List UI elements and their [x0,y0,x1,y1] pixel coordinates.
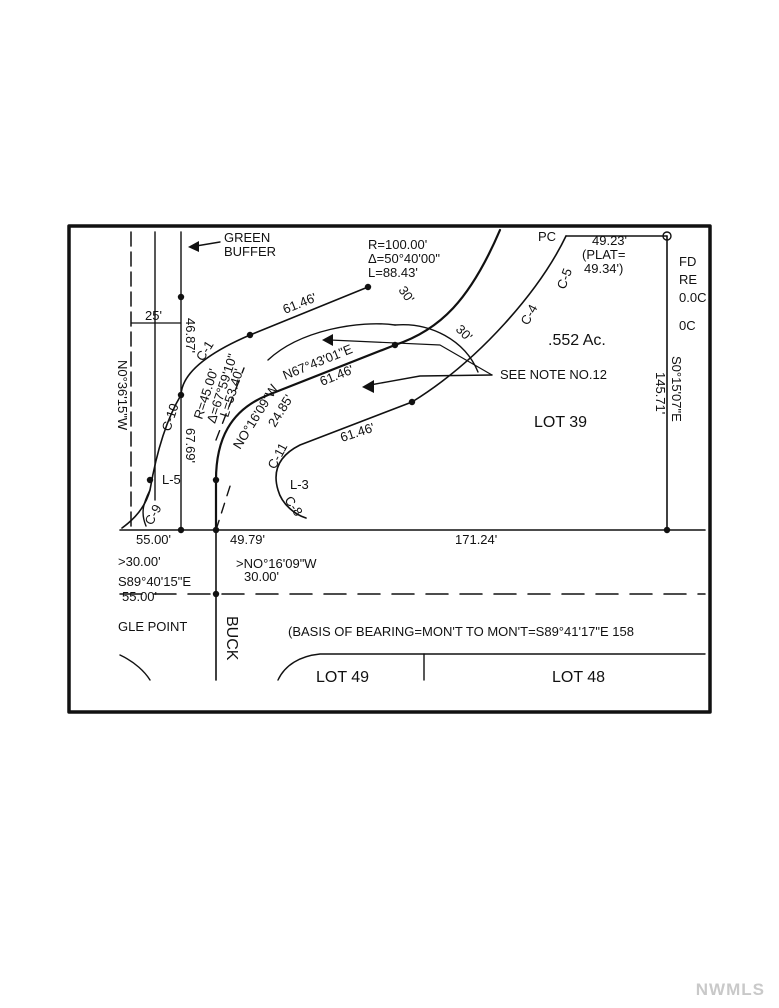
label-curve-r: R=100.00' [368,237,427,252]
label-oc2: 0C [679,318,696,333]
dashed-lower-segment [215,367,245,441]
label-curve-delta: Δ=50°40'00" [368,251,440,266]
label-oc1: 0.0C [679,290,706,305]
label-30-00-b: 30.00' [244,569,279,584]
label-no16-lower: >NO°16'09"W [236,556,317,571]
point-se [663,526,671,534]
label-pc: PC [538,229,556,244]
label-fd: FD [679,254,696,269]
label-acres: .552 Ac. [548,332,606,349]
label-buffer: BUFFER [224,244,276,259]
point-c1-mid [246,331,254,339]
label-angle-point: GLE POINT [118,619,187,634]
easement-curve-inner [275,235,567,519]
label-c11: C-11 [264,440,290,471]
watermark: NWMLS [695,980,765,999]
see-note-leader-2 [329,339,493,376]
label-lot39: LOT 39 [534,414,587,431]
label-l5: L-5 [162,472,181,487]
label-buck: BUCK [223,616,240,661]
corner-curve-sw [119,654,151,681]
point-sw-1 [177,526,185,534]
label-145-71: 145.71' [653,372,668,414]
note-leader [369,374,493,386]
curve-30-arc-b [267,323,396,361]
buffer-leader [195,241,221,247]
buffer-arrow [188,241,199,252]
label-c5: C-5 [554,266,575,291]
label-green: GREEN [224,230,270,245]
curve-c10 [121,394,182,529]
survey-points [146,283,671,598]
ne-monument [662,231,672,241]
point-c1-end [364,283,372,291]
label-49-79: 49.79' [230,532,265,547]
lot49-curve [277,653,706,681]
label-s89-40: S89°40'15"E [118,574,191,589]
label-c10: C-10 [159,401,182,432]
curve-c9 [142,489,151,527]
label-bearing-left: N0°36'15"W [115,360,130,431]
point-road-corner [212,590,220,598]
point-c11 [212,476,220,484]
label-49-34: 49.34') [584,261,623,276]
label-67-69: 67.69' [183,428,198,463]
label-plat: (PLAT= [582,247,625,262]
label-lot49: LOT 49 [316,669,369,686]
point-sw-2 [212,526,220,534]
label-see-note: SEE NOTE NO.12 [500,367,607,382]
label-re: RE [679,272,697,287]
label-30-a: 30' [396,283,418,305]
label-lot48: LOT 48 [552,669,605,686]
label-l3: L-3 [290,477,309,492]
label-55-00-bottom: 55.00' [122,589,157,604]
label-61-46-low: 61.46' [338,420,376,445]
point-low [408,398,416,406]
point-l5 [146,476,154,484]
label-30-b: 30' [453,322,476,345]
curve-30-arc-a [394,323,479,373]
note-arrow [362,380,374,393]
label-171-24: 171.24' [455,532,497,547]
plat-frame [67,224,712,714]
easement-curve-outer [214,228,502,532]
point-c10 [177,391,185,399]
label-30-00: >30.00' [118,554,161,569]
label-25: 25' [145,308,162,323]
point-pc [391,341,399,349]
curve-c1 [180,286,369,396]
label-55-00-top: 55.00' [136,532,171,547]
label-61-46-top: 61.46' [281,290,319,317]
label-s0: S0°15'07"E [669,356,684,422]
see-note-arrow-2 [322,334,333,346]
label-49-23: 49.23' [592,233,627,248]
point-c1-top [177,293,185,301]
label-46-87: 46.87' [183,318,198,353]
label-c8: C-8 [282,493,306,519]
label-curve-l: L=88.43' [368,265,418,280]
dashed-lower-segment-2 [215,479,233,531]
label-basis: (BASIS OF BEARING=MON'T TO MON'T=S89°41'… [288,624,634,639]
